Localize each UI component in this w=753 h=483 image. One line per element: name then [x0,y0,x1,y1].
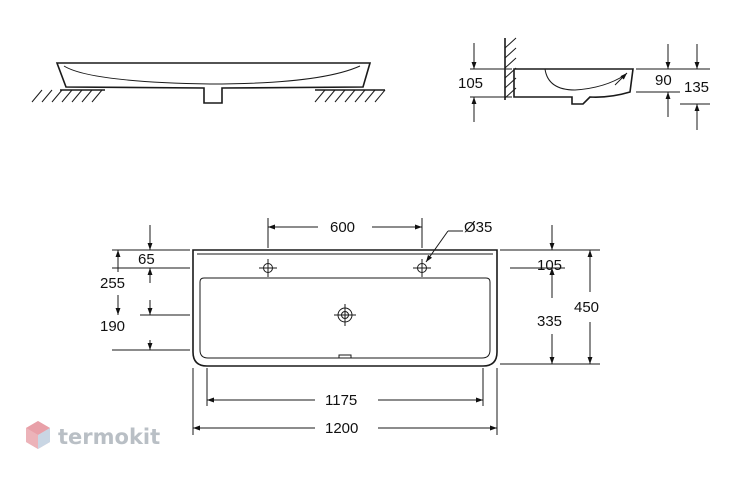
front-elevation-view [31,62,386,104]
dimension-335: 335 [537,268,562,364]
dim-text-255: 255 [100,275,125,292]
dim-text-450: 450 [574,299,599,316]
dimension-65: 65 [138,225,155,283]
basin-side-bowl [544,68,626,91]
dim-text-135: 135 [684,79,709,96]
dimension-1175: 1175 [207,392,483,409]
dim-text-335: 335 [537,313,562,330]
watermark-logo: termokit [26,421,160,449]
dim-text-65: 65 [138,251,155,268]
dim-text-190: 190 [100,318,125,335]
plan-view: 600 Ø35 65 255 190 [100,218,600,437]
basin-inner-curve [63,65,361,85]
dimension-255: 255 [100,250,125,315]
brand-name: termokit [58,425,160,449]
dimension-side-90: 90 [636,44,680,117]
basin-plan-bowl [199,277,491,359]
dimension-600: 600 [267,218,423,248]
floor-hatch-right [314,89,386,103]
dim-text-1175: 1175 [325,392,357,409]
dimension-side-105: 105 [458,43,512,122]
dim-text-105-side: 105 [458,75,483,92]
dimension-190: 190 [100,300,153,350]
overflow-arrow [614,72,628,86]
tap-hole-left [259,259,277,277]
dim-text-105-right: 105 [537,257,562,274]
dimension-450: 450 [574,250,599,364]
dimension-105-right: 105 [537,225,562,285]
overflow-slot [338,354,352,359]
drain-outlet [334,304,356,326]
dimension-side-135: 135 [680,44,710,130]
floor-hatch-left [31,89,103,103]
basin-side-outline [513,68,634,105]
cube-icon [26,421,50,449]
dim-text-600: 600 [330,219,355,236]
dim-text-1200: 1200 [325,420,358,437]
dimension-1200: 1200 [193,420,497,437]
basin-front-outline [55,62,372,104]
dimension-diameter-35: Ø35 [425,219,492,263]
dim-text-90: 90 [655,72,672,89]
side-section-view: 105 90 135 [458,37,710,130]
basin-plan-outline [192,249,498,367]
dim-text-d35: Ø35 [464,219,492,236]
tap-hole-right [413,259,431,277]
